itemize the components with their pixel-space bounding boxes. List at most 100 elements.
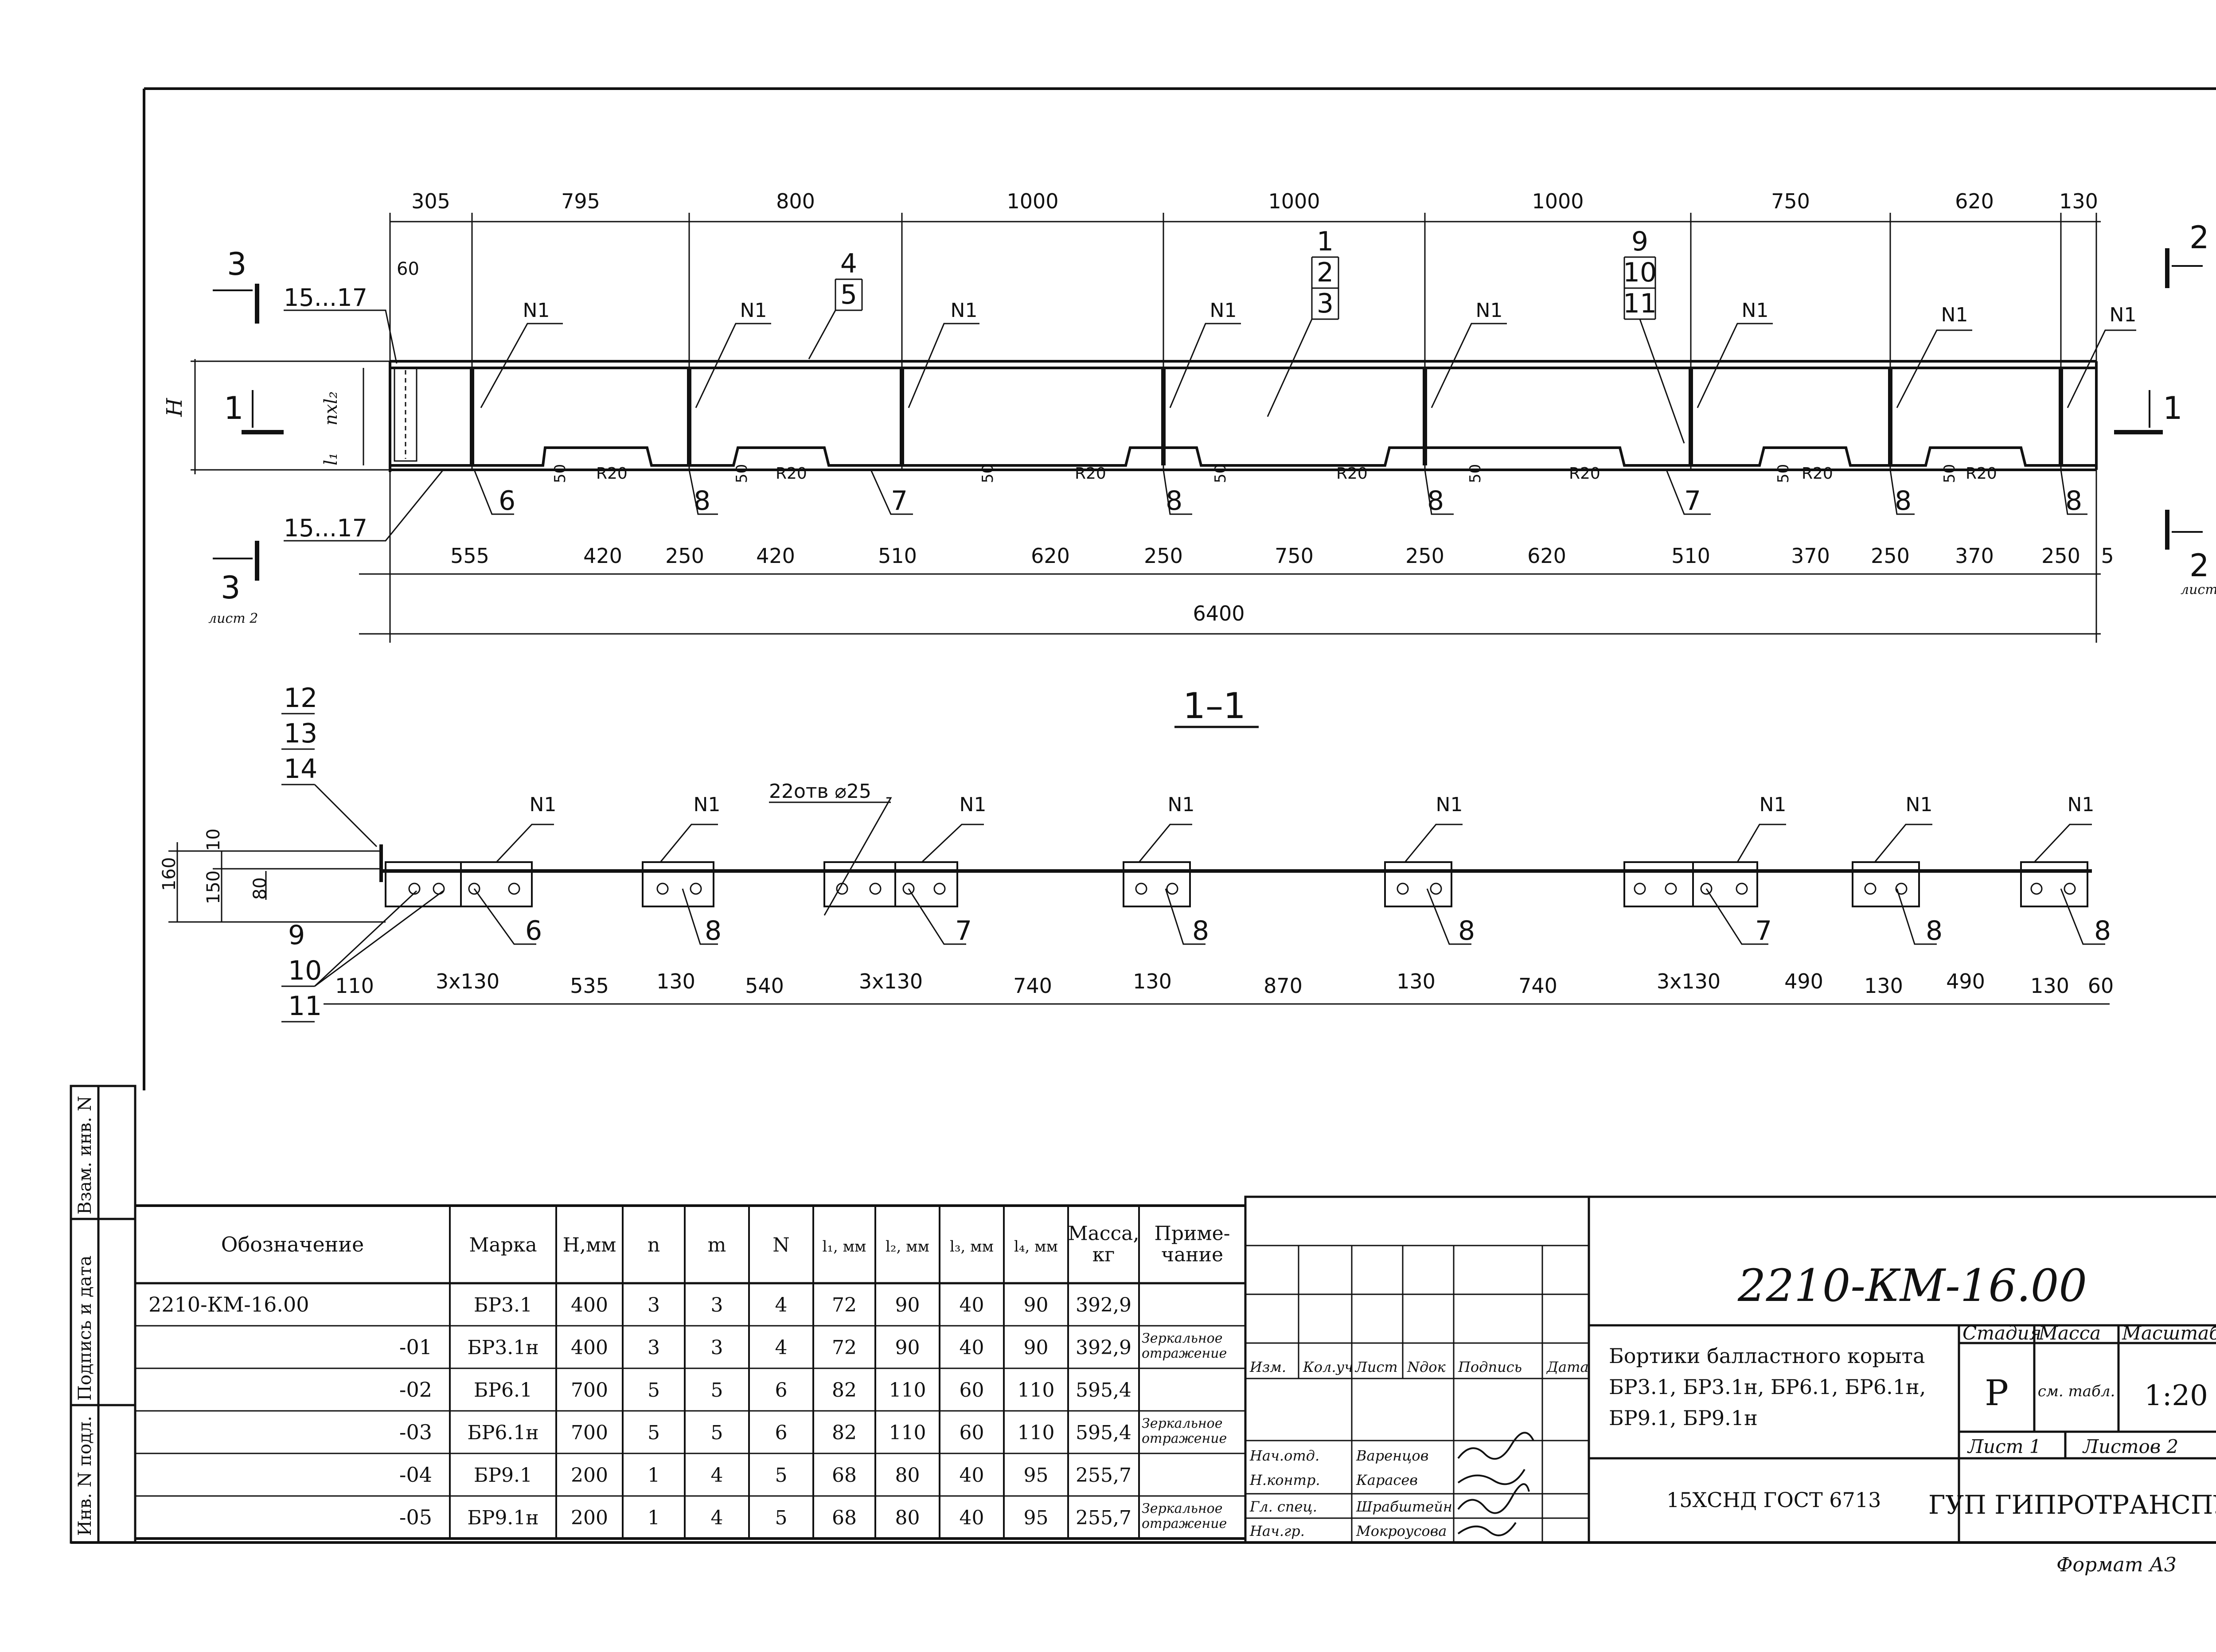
side-stamp: Взам. инв. N Подпись и дата Инв. N подл.: [70, 1085, 137, 1544]
stage-value: Р: [1985, 1372, 2009, 1414]
title-line: Бортики балластного корыта: [1609, 1344, 1925, 1368]
section-dim: 130: [1133, 969, 1172, 993]
bottom-dim: 510: [878, 544, 917, 568]
table-header-cell: l₃, мм: [950, 1238, 994, 1256]
table-header-cell: m: [708, 1234, 726, 1257]
section-dim: 3x130: [436, 969, 499, 993]
top-dim: 620: [1955, 189, 1994, 213]
part-mark: 7: [891, 485, 908, 516]
table-cell: 1: [648, 1507, 660, 1529]
scale-header: Масштаб: [2122, 1322, 2216, 1344]
bottom-dim: 555: [450, 544, 489, 568]
table-header-cell: Марка: [469, 1234, 537, 1257]
table-cell: 4: [711, 1464, 723, 1487]
notch-dim: 50: [1941, 464, 1959, 483]
notch-dim: 50: [1467, 464, 1484, 483]
part-mark: 8: [2094, 915, 2111, 946]
section-mark: 2: [2189, 219, 2209, 256]
radius-label: R20: [1336, 465, 1368, 483]
section-mark: 1: [224, 390, 244, 426]
bottom-dim: 420: [756, 544, 795, 568]
table-cell: 400: [571, 1336, 608, 1359]
mass-value: см. табл.: [2038, 1383, 2115, 1400]
bottom-dim: 5: [2101, 544, 2114, 568]
table-cell: 400: [571, 1294, 608, 1316]
table-cell: 6: [775, 1422, 788, 1444]
section-mark: 2: [2189, 547, 2209, 584]
section-dim: 110: [335, 974, 374, 998]
radius-label: R20: [1569, 465, 1600, 483]
rev-header: Дата: [1546, 1359, 1589, 1375]
vert-dim: 150: [203, 871, 224, 904]
anchor-label: N1: [694, 793, 721, 816]
table-cell: 200: [571, 1507, 608, 1529]
bottom-dim: 250: [2041, 544, 2080, 568]
signer-role: Н.контр.: [1249, 1472, 1320, 1488]
table-header-cell: H,мм: [563, 1234, 616, 1257]
table-cell: 5: [711, 1422, 723, 1444]
org-name: ГУП ГИПРОТРАНСПУТЬ: [1928, 1490, 2216, 1520]
table-cell: 2210-КМ-16.00: [148, 1293, 309, 1316]
section-dim: 130: [1397, 969, 1436, 993]
table-cell: 3: [711, 1294, 723, 1316]
anchor-label: N1: [2110, 304, 2137, 326]
top-dim: 750: [1771, 189, 1810, 213]
table-header-cell: l₁, мм: [822, 1238, 866, 1256]
table-cell: 72: [832, 1294, 857, 1316]
table-cell: 80: [895, 1464, 920, 1487]
notch-dim: 50: [1775, 464, 1792, 483]
sheets-total: Листов 2: [2082, 1436, 2178, 1457]
section-dim: 130: [1864, 974, 1903, 998]
table-note: отражение: [1142, 1516, 1227, 1531]
table-note: отражение: [1142, 1431, 1227, 1446]
table-cell: 200: [571, 1464, 608, 1487]
table-note: Зеркальное: [1142, 1331, 1222, 1346]
section-dim: 490: [1784, 969, 1823, 993]
table-cell: 110: [889, 1379, 926, 1402]
top-dim: 1000: [1007, 189, 1058, 213]
table-cell: 4: [711, 1507, 723, 1529]
table-cell: -01: [399, 1335, 432, 1359]
table-cell: 90: [895, 1294, 920, 1316]
table-cell: 90: [1024, 1336, 1049, 1359]
anchor-label: N1: [1742, 299, 1769, 322]
anchor-label: N1: [1941, 304, 1968, 326]
table-cell: 6: [775, 1379, 788, 1402]
callout-number: 9: [288, 920, 305, 951]
notch-dim: 50: [979, 464, 997, 483]
rev-header: Лист: [1354, 1359, 1398, 1375]
table-cell: 68: [832, 1464, 857, 1487]
table-cell: 4: [775, 1294, 788, 1316]
table-cell: 40: [960, 1336, 984, 1359]
sheet-ref: лист 2: [208, 611, 258, 626]
table-cell: 5: [711, 1379, 723, 1402]
signature: [1457, 1432, 1534, 1536]
part-mark: 8: [1427, 485, 1444, 516]
table-note: Зеркальное: [1142, 1416, 1222, 1431]
radius-label: R20: [1966, 465, 1997, 483]
table-cell: БР9.1н: [467, 1507, 538, 1529]
table-header-cell: Масса,: [1068, 1222, 1139, 1245]
table-cell: 90: [1024, 1294, 1049, 1316]
signer-name: Карасев: [1356, 1472, 1418, 1488]
bottom-dim: 750: [1275, 544, 1314, 568]
top-dim: 795: [561, 189, 600, 213]
table-header-cell: N: [772, 1234, 790, 1257]
rev-header: Подпись: [1458, 1359, 1522, 1375]
signer-role: Гл. спец.: [1249, 1498, 1317, 1515]
scale-value: 1:20: [2144, 1379, 2208, 1412]
table-cell: -03: [399, 1420, 432, 1444]
table-cell: 700: [571, 1422, 608, 1444]
doc-code: 2210-КМ-16.00: [1737, 1260, 2087, 1312]
stamp-label: Взам. инв. N: [75, 1096, 95, 1215]
callout-number: 10: [1623, 257, 1657, 288]
signer-name: Мокроусова: [1356, 1523, 1447, 1539]
table-header-cell: чание: [1161, 1244, 1223, 1266]
top-dim: 1000: [1532, 189, 1584, 213]
table-header-cell: l₂, мм: [886, 1238, 929, 1256]
rev-header: Кол.уч: [1303, 1359, 1353, 1375]
table-cell: 5: [775, 1464, 788, 1487]
section-mark: 1: [2163, 390, 2183, 426]
anchor-label: N1: [1436, 793, 1463, 816]
